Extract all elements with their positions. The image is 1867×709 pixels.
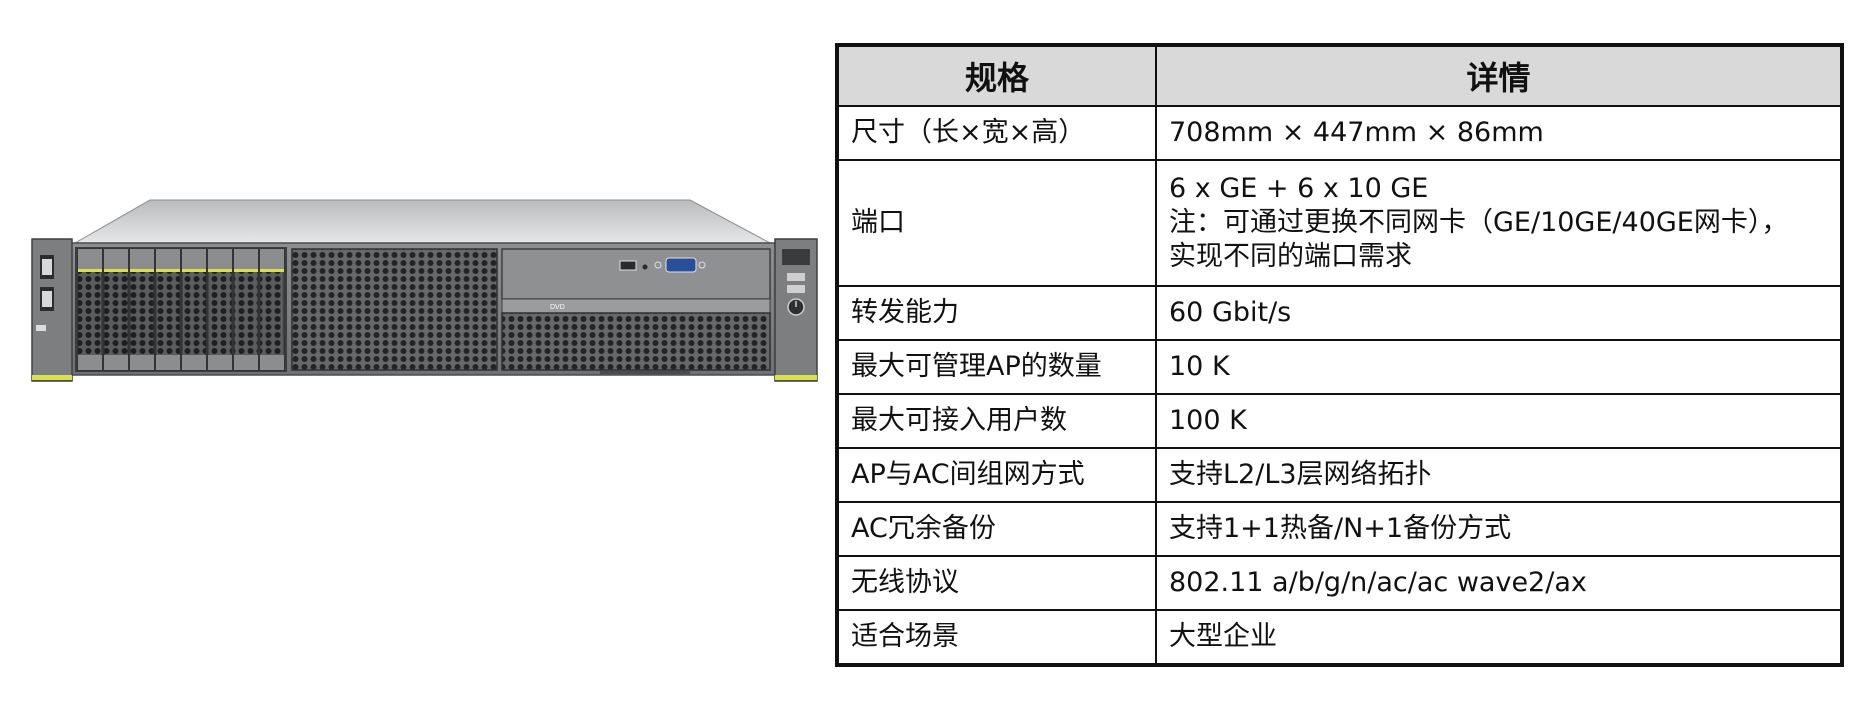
table-row: AC冗余备份 支持1+1热备/N+1备份方式 [836,501,1843,557]
row-value: 10 K [1155,339,1843,395]
row-label: AC冗余备份 [836,501,1157,557]
drive-bay [233,248,259,371]
drive-bay [259,248,285,371]
row-value-line: 实现不同的端口需求 [1169,240,1412,272]
header-spec: 规格 [836,44,1157,107]
dvd-drive [501,298,771,314]
row-value-line: 6 x GE + 6 x 10 GE [1169,173,1429,205]
server-chassis-image: DVD [30,195,820,385]
table-row: 最大可接入用户数 100 K [836,393,1843,449]
dvd-label: DVD [550,304,565,311]
row-value: 支持L2/L3层网络拓扑 [1155,447,1843,503]
row-value: 6 x GE + 6 x 10 GE 注：可通过更换不同网卡（GE/10GE/4… [1155,159,1843,287]
row-label: 最大可接入用户数 [836,393,1157,449]
drive-bay [207,248,233,371]
drive-bay [155,248,181,371]
row-value: 100 K [1155,393,1843,449]
table-row: 端口 6 x GE + 6 x 10 GE 注：可通过更换不同网卡（GE/10G… [836,159,1843,287]
row-label: 无线协议 [836,555,1157,611]
row-label: 最大可管理AP的数量 [836,339,1157,395]
vga-port [665,257,697,273]
drive-bay [77,248,103,371]
row-value: 大型企业 [1155,609,1843,666]
center-vent [291,248,498,371]
table-row: 转发能力 60 Gbit/s [836,285,1843,341]
usb-port [619,260,637,271]
chassis-top [73,199,771,244]
row-value: 支持1+1热备/N+1备份方式 [1155,501,1843,557]
table-row: AP与AC间组网方式 支持L2/L3层网络拓扑 [836,447,1843,503]
drive-bay [181,248,207,371]
right-vent [501,312,771,371]
row-value: 802.11 a/b/g/n/ac/ac wave2/ax [1155,555,1843,611]
row-label: 适合场景 [836,609,1157,666]
drive-bays [75,247,287,372]
header-detail: 详情 [1155,44,1843,107]
row-value: 708mm × 447mm × 86mm [1155,105,1843,161]
drive-bay [129,248,155,371]
row-label: 转发能力 [836,285,1157,341]
drive-bay [103,248,129,371]
row-value: 60 Gbit/s [1155,285,1843,341]
table-row: 无线协议 802.11 a/b/g/n/ac/ac wave2/ax [836,555,1843,611]
row-label: 尺寸（长×宽×高） [836,105,1157,161]
io-panel [501,248,771,300]
table-row: 适合场景 大型企业 [836,609,1843,666]
table-row: 最大可管理AP的数量 10 K [836,339,1843,395]
row-value-line: 注：可通过更换不同网卡（GE/10GE/40GE网卡）， [1169,207,1789,239]
row-label: 端口 [836,159,1157,287]
row-label: AP与AC间组网方式 [836,447,1157,503]
spec-table: 规格 详情 尺寸（长×宽×高） 708mm × 447mm × 86mm 端口 … [835,43,1844,667]
table-row: 尺寸（长×宽×高） 708mm × 447mm × 86mm [836,105,1843,161]
table-header-row: 规格 详情 [836,44,1843,107]
